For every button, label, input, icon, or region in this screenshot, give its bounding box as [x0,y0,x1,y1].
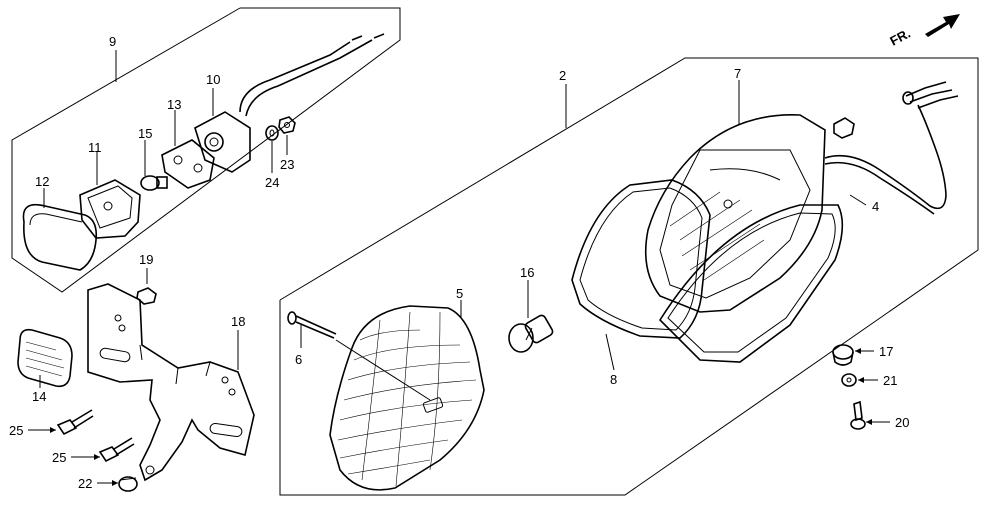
part-25-screw-a [56,409,94,436]
callout-6: 6 [295,352,302,367]
arrow-icon [925,14,960,37]
callout-15: 15 [138,126,152,141]
part-23-nut [278,116,296,134]
wire-harness [824,81,959,215]
part-12-lens [22,203,98,271]
part-5-tail-lens [329,305,485,491]
mount-bracket [87,283,255,482]
part-25-screw-b [98,437,135,463]
callout-12: 12 [35,174,49,189]
callout-labels: 9 10 11 12 13 15 23 24 2 7 4 16 5 6 8 17… [9,34,909,491]
callout-23: 23 [280,157,294,172]
part-16-bulb [508,314,554,353]
front-direction-label: FR. [887,26,913,49]
part-21-nut [841,373,857,387]
callout-19: 19 [139,252,153,267]
callout-24: 24 [265,175,279,190]
leader-arrowheads [50,348,872,486]
callout-18: 18 [231,314,245,329]
callout-4: 4 [872,199,879,214]
callout-7: 7 [734,66,741,81]
part-6-bolt [287,311,337,339]
callout-2: 2 [559,68,566,83]
part-8-gasket [571,179,711,339]
callout-9: 9 [109,34,116,49]
part-15-bulb [140,175,168,191]
part-4-base [658,204,844,363]
part-20-bolt [850,400,866,430]
callout-25-a: 25 [9,423,23,438]
part-10-socket-wire [194,33,385,173]
part-7-nut [833,117,855,139]
part-7-housing [644,114,826,313]
callout-16: 16 [520,265,534,280]
main-assembly-frame-2 [279,57,979,496]
part-22-screw [118,476,138,492]
part-13-plate [161,139,215,189]
part-11-socket [79,179,141,239]
callout-13: 13 [167,97,181,112]
sub-assembly-frame-9 [11,7,401,293]
callout-20: 20 [895,415,909,430]
callout-22: 22 [78,476,92,491]
front-direction-arrow: FR. [887,14,960,49]
part-24-washer [265,125,279,141]
leader-lines [28,50,890,484]
callout-17: 17 [879,344,893,359]
callout-10: 10 [206,72,220,87]
callout-11: 11 [88,140,102,155]
callout-14: 14 [32,389,46,404]
part-17-grommet [832,344,854,366]
callout-5: 5 [456,286,463,301]
callout-8: 8 [610,372,617,387]
callout-21: 21 [883,373,897,388]
callout-25-b: 25 [52,450,66,465]
part-14-reflector [17,328,73,388]
